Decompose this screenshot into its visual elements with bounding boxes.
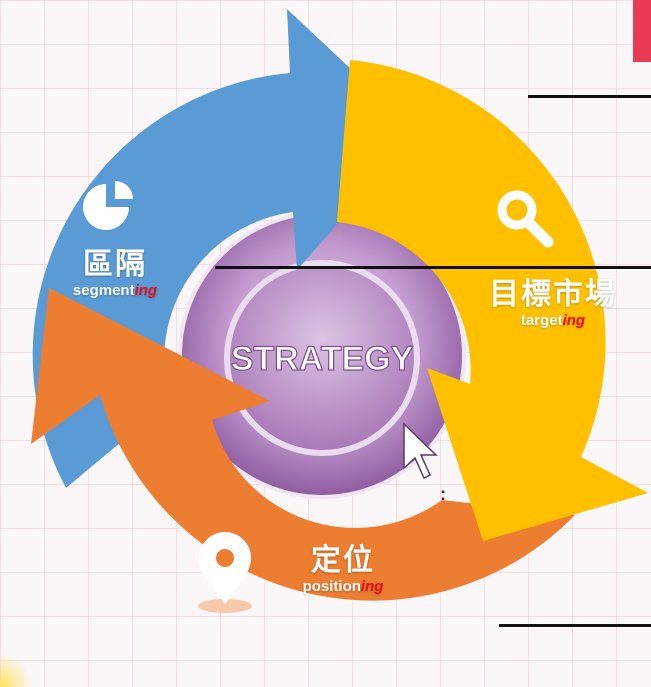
targeting-label: 目標市場 targeting	[478, 278, 628, 330]
guide-line	[499, 624, 651, 627]
strategy-label: STRATEGY	[231, 340, 414, 378]
positioning-en: positioning	[302, 578, 384, 595]
strategy-hub: STRATEGY	[178, 211, 466, 499]
segmenting-en: segmenting	[72, 282, 158, 299]
positioning-label: 定位 positioning	[268, 544, 418, 596]
location-pin-icon	[198, 532, 252, 613]
cursor-icon	[403, 422, 438, 480]
positioning-zh: 定位	[311, 544, 375, 577]
positioning-arrow	[31, 288, 575, 601]
corner-glow	[0, 657, 36, 687]
segmenting-zh: 區隔	[83, 248, 147, 281]
guide-line	[528, 95, 651, 98]
targeting-arrow	[337, 60, 648, 541]
targeting-en: targeting	[520, 312, 586, 329]
pie-chart-icon	[83, 181, 133, 230]
search-icon	[497, 190, 554, 248]
guide-line	[215, 266, 651, 269]
svg-text::: :	[440, 484, 446, 504]
targeting-zh: 目標市場	[489, 278, 617, 311]
corner-accent	[633, 0, 651, 62]
segmenting-label: 區隔 segmenting	[40, 248, 190, 300]
